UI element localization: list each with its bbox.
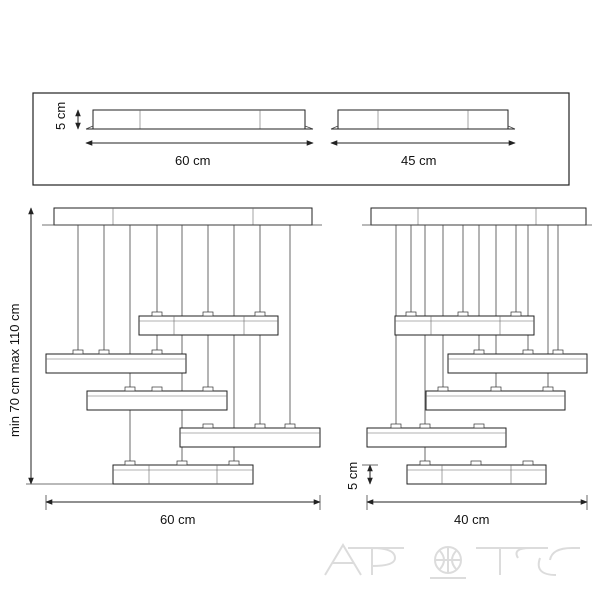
canopy-height-label: 5 cm xyxy=(53,102,68,130)
lamp-60-width-label: 60 cm xyxy=(160,512,195,527)
lamp-60-panel-2 xyxy=(45,349,187,374)
lamp-60-cables xyxy=(77,225,291,463)
brand-watermark xyxy=(324,543,580,579)
canopy-45-width-label: 45 cm xyxy=(401,153,436,168)
lamp-height-label: min 70 cm max 110 cm xyxy=(7,304,22,437)
lamp-60-width-dimension: 60 cm xyxy=(45,495,321,527)
lamp-45-panel-5 xyxy=(406,460,547,485)
panel-height-dimension: 5 cm xyxy=(345,462,378,490)
lamp-45-panel-3 xyxy=(425,386,566,411)
lamp-60-panel-3 xyxy=(86,386,228,411)
lamp-45-canopy xyxy=(370,207,587,226)
canopy-inset: 5 cm 60 cm 45 cm xyxy=(32,92,570,186)
canopy-45-profile xyxy=(330,109,516,130)
canopy-60-width-dimension: 60 cm xyxy=(85,140,314,168)
lamp-45-panel-1 xyxy=(394,311,535,336)
lamp-60-panel-1 xyxy=(138,311,279,336)
lamp-45-width-label: 40 cm xyxy=(454,512,489,527)
lamp-60-panel-5 xyxy=(112,460,254,485)
canopy-60-profile xyxy=(85,109,314,130)
panel-height-label: 5 cm xyxy=(345,462,360,490)
lamp-45-cables xyxy=(395,225,559,463)
lamp-45-width-dimension: 40 cm xyxy=(366,495,588,527)
lamp-60-canopy xyxy=(53,207,313,226)
canopy-45-width-dimension: 45 cm xyxy=(330,140,516,168)
canopy-60-width-label: 60 cm xyxy=(175,153,210,168)
canopy-height-dimension: 5 cm xyxy=(53,102,81,130)
inset-frame xyxy=(32,92,570,186)
lamp-45-panel-4 xyxy=(366,423,507,448)
lamp-60-panel-4 xyxy=(179,423,321,448)
lamp-45-panel-2 xyxy=(447,349,588,374)
lamp-height-dimension: min 70 cm max 110 cm xyxy=(7,207,113,485)
lamp-60-front-view: min 70 cm max 110 cm 60 cm xyxy=(7,207,322,527)
lamp-45-front-view: 5 cm 40 cm xyxy=(345,207,592,527)
